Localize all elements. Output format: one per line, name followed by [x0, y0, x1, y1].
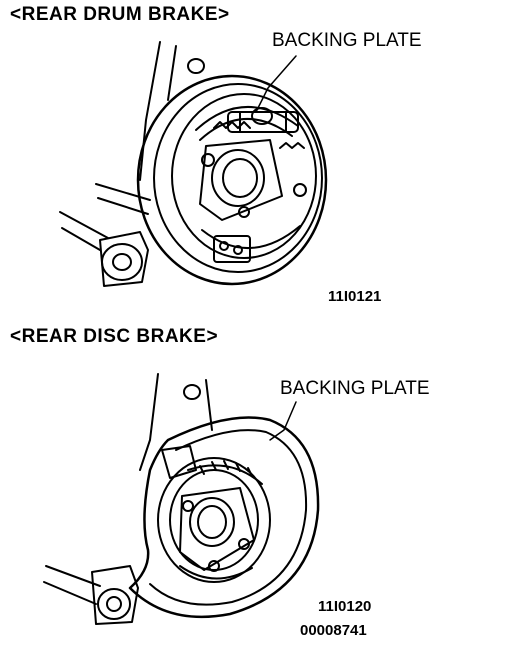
drum-flange-bolt: [202, 154, 214, 166]
disc-knuckle: [162, 446, 196, 478]
drum-hub-bore: [212, 150, 264, 206]
drum-callout-leader: [256, 56, 296, 112]
disc-hub-bore-inner: [198, 506, 226, 538]
disc-flange-bolt: [183, 501, 193, 511]
disc-parking-shoe: [188, 465, 262, 484]
drum-lower-arm-2: [62, 228, 100, 250]
disc-flange-bolt-2: [239, 539, 249, 549]
disc-bushing-bracket: [92, 566, 138, 624]
drum-brake-illustration: [0, 0, 512, 330]
drum-adjuster: [252, 108, 272, 124]
disc-rotor: [170, 470, 258, 570]
drum-anchor-pin-2: [234, 246, 242, 254]
drum-brake-heading: <REAR DRUM BRAKE>: [10, 4, 230, 25]
disc-rotor-outer: [158, 458, 270, 582]
disc-parking-shoe-hatch: [200, 461, 252, 476]
drum-backing-plate-rim-outer: [138, 76, 326, 284]
drum-wheel-cylinder: [228, 112, 298, 132]
disc-backing-plate-inner-edge: [150, 430, 306, 605]
drum-flange-bolt-2: [294, 184, 306, 196]
disc-flange-bolt-3: [209, 561, 219, 571]
drum-arm-bushing: [102, 244, 142, 280]
disc-lower-arm: [46, 566, 100, 586]
disc-arm-bushing: [98, 589, 130, 619]
drum-backing-plate-label: BACKING PLATE: [272, 30, 422, 51]
disc-hub-flange: [180, 488, 254, 570]
disc-backing-plate: [130, 418, 318, 617]
disc-arm-bushing-inner: [107, 597, 121, 611]
disc-strut-line-2: [206, 380, 212, 430]
drum-backing-plate-rim-inner: [172, 94, 316, 258]
drum-flange-bolt-3: [239, 207, 249, 217]
drum-return-spring: [214, 122, 250, 128]
drum-backing-plate-rim: [154, 84, 322, 272]
drum-lower-arm: [60, 212, 108, 238]
disc-top-bolt: [184, 385, 200, 399]
document-number: 00008741: [300, 622, 367, 639]
drum-anchor-block: [214, 236, 250, 262]
drum-bushing-bracket: [100, 232, 148, 286]
drum-arm-line: [96, 184, 150, 200]
drum-hub-flange: [200, 140, 282, 220]
disc-callout-leader: [270, 402, 296, 440]
drum-hub-bore-inner: [223, 159, 257, 197]
drum-hold-spring: [280, 143, 304, 148]
disc-strut-line: [140, 374, 158, 470]
disc-figure-code: 11I0120: [318, 598, 372, 615]
disc-parking-shoe-lower: [180, 566, 252, 579]
drum-arm-bushing-inner: [113, 254, 131, 270]
drum-strut-line: [140, 42, 160, 180]
drum-anchor-pin: [220, 242, 228, 250]
disc-hub-bore: [190, 498, 234, 546]
disc-brake-heading: <REAR DISC BRAKE>: [10, 326, 219, 347]
drum-upper-shoe-lining: [200, 119, 292, 140]
disc-backing-plate-label: BACKING PLATE: [280, 378, 430, 399]
drum-figure-code: 11I0121: [328, 288, 382, 305]
drum-top-bolt: [188, 59, 204, 73]
drum-strut-line-2: [168, 46, 176, 100]
drum-arm-line-2: [98, 198, 148, 214]
disc-lower-arm-2: [44, 582, 96, 604]
